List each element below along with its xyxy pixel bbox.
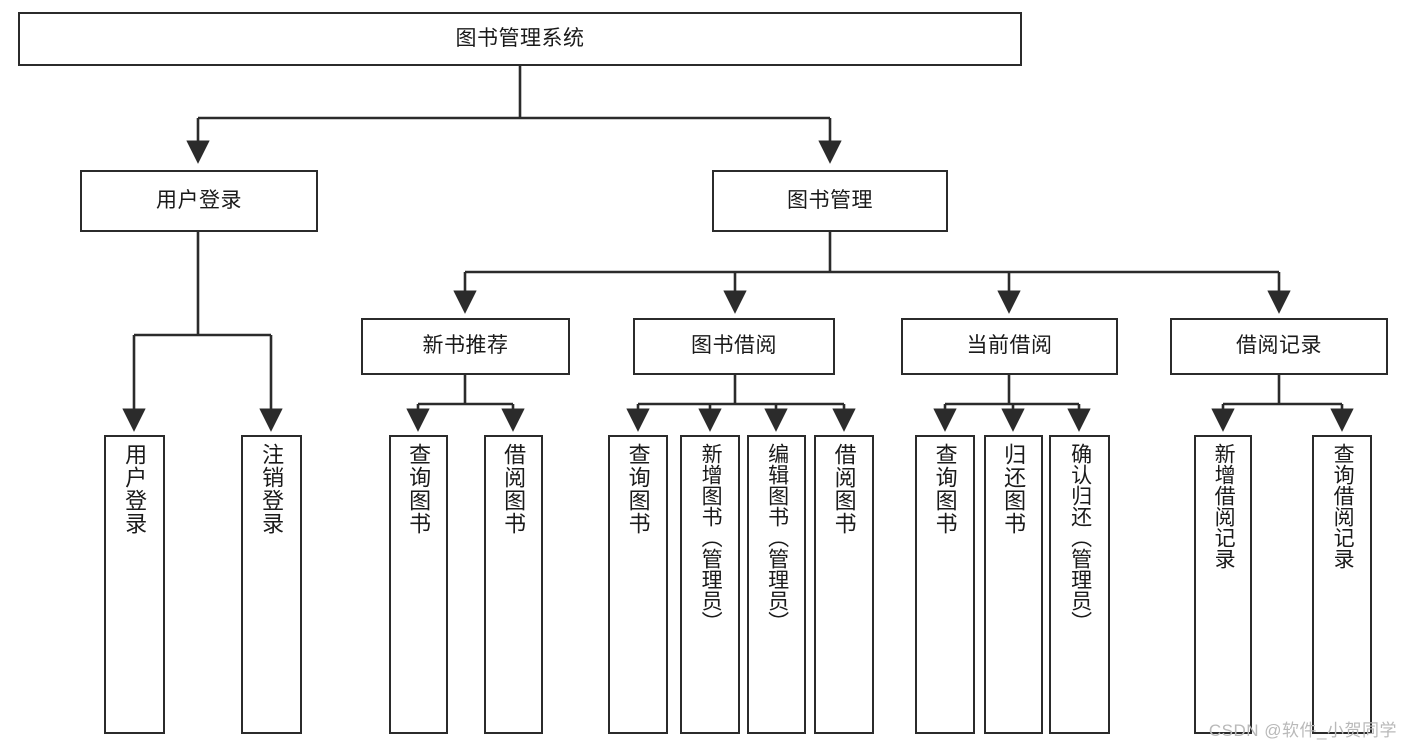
node-leaf-query-book-3[interactable]: 查询图书 [915, 435, 975, 734]
node-leaf-add-book-label: 新增图书（管理员） [699, 443, 723, 632]
node-leaf-confirm-return[interactable]: 确认归还（管理员） [1049, 435, 1110, 734]
node-book-manage[interactable]: 图书管理 [712, 170, 948, 232]
node-leaf-borrow-book-1[interactable]: 借阅图书 [484, 435, 543, 734]
node-leaf-logout[interactable]: 注销登录 [241, 435, 302, 734]
node-leaf-query-record[interactable]: 查询借阅记录 [1312, 435, 1372, 734]
node-leaf-return-book-label: 归还图书 [1001, 443, 1027, 535]
node-leaf-query-book-1-label: 查询图书 [406, 443, 432, 535]
node-new-book-rec[interactable]: 新书推荐 [361, 318, 570, 375]
node-book-manage-label: 图书管理 [787, 188, 873, 212]
node-leaf-edit-book-label: 编辑图书（管理员） [765, 443, 789, 632]
node-user-login[interactable]: 用户登录 [80, 170, 318, 232]
node-leaf-query-book-3-label: 查询图书 [932, 443, 958, 535]
node-leaf-user-login[interactable]: 用户登录 [104, 435, 165, 734]
node-leaf-edit-book[interactable]: 编辑图书（管理员） [747, 435, 806, 734]
node-leaf-borrow-book-2[interactable]: 借阅图书 [814, 435, 874, 734]
node-leaf-return-book[interactable]: 归还图书 [984, 435, 1043, 734]
node-leaf-add-record[interactable]: 新增借阅记录 [1194, 435, 1252, 734]
node-leaf-add-record-label: 新增借阅记录 [1212, 443, 1236, 569]
node-leaf-logout-label: 注销登录 [259, 443, 285, 535]
node-leaf-borrow-book-2-label: 借阅图书 [831, 443, 857, 535]
node-root[interactable]: 图书管理系统 [18, 12, 1022, 66]
node-user-login-label: 用户登录 [156, 188, 242, 212]
node-book-borrow[interactable]: 图书借阅 [633, 318, 835, 375]
node-current-borrow[interactable]: 当前借阅 [901, 318, 1118, 375]
node-leaf-query-book-2[interactable]: 查询图书 [608, 435, 668, 734]
node-leaf-confirm-return-label: 确认归还（管理员） [1068, 443, 1092, 632]
node-borrow-record-label: 借阅记录 [1236, 334, 1322, 358]
node-leaf-query-record-label: 查询借阅记录 [1331, 443, 1355, 569]
node-current-borrow-label: 当前借阅 [966, 334, 1053, 358]
node-leaf-user-login-label: 用户登录 [122, 443, 148, 535]
node-new-book-rec-label: 新书推荐 [422, 334, 509, 358]
node-leaf-query-book-2-label: 查询图书 [625, 443, 651, 535]
node-root-label: 图书管理系统 [455, 26, 585, 50]
node-leaf-query-book-1[interactable]: 查询图书 [389, 435, 448, 734]
node-borrow-record[interactable]: 借阅记录 [1170, 318, 1388, 375]
node-leaf-borrow-book-1-label: 借阅图书 [501, 443, 527, 535]
node-book-borrow-label: 图书借阅 [691, 334, 777, 358]
node-leaf-add-book[interactable]: 新增图书（管理员） [680, 435, 740, 734]
